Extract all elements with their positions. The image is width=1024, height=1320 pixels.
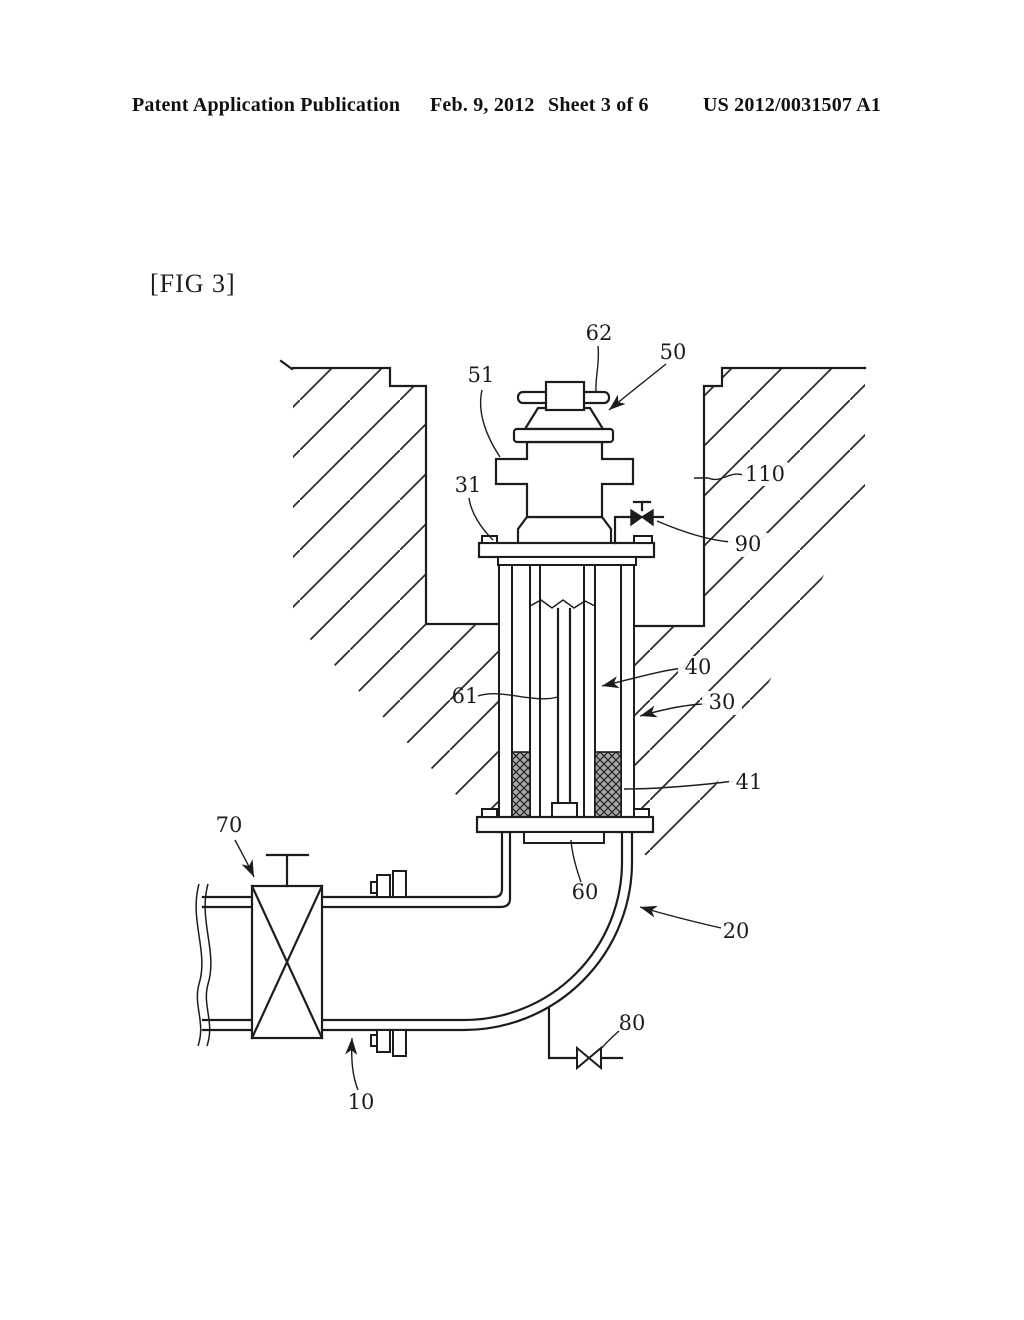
leader-10	[345, 1037, 359, 1091]
packing-41-left	[511, 751, 531, 818]
ref-numeral-61: 61	[452, 684, 479, 708]
ref-numeral-30: 30	[709, 690, 736, 714]
vent-valve-icon	[630, 508, 654, 527]
leader-80	[599, 1030, 620, 1051]
bonnet-flange-ring	[512, 427, 615, 444]
vent-valve-90	[613, 500, 665, 545]
label-halo	[742, 462, 788, 486]
vent-pipe-line	[613, 515, 665, 545]
bell-housing	[516, 515, 613, 546]
ref-numeral-31: 31	[455, 473, 482, 497]
flange-plate-main	[475, 815, 655, 834]
leader-40	[601, 667, 685, 689]
leader-90	[656, 520, 732, 543]
top-flange-lug-right	[633, 535, 653, 544]
pipe-wall-lines	[201, 895, 254, 1032]
bottom-flange-60	[475, 808, 655, 844]
leader-61	[477, 693, 559, 700]
casing-wall-left	[498, 564, 513, 818]
elbow-pipe-20	[320, 830, 634, 1032]
inner-pipe-40	[529, 564, 596, 819]
leader-62	[595, 345, 600, 393]
pipe-flange-joint-lower	[370, 1029, 407, 1057]
leader-31	[468, 497, 494, 541]
leader-30	[639, 703, 708, 718]
break-tear-line	[529, 599, 596, 609]
ref-numeral-90: 90	[735, 532, 762, 556]
reference-numerals: 62 50 51 31 110 90 40 30 61 41 60 70 20 …	[216, 321, 788, 1114]
ref-numeral-50: 50	[660, 340, 687, 364]
ref-numeral-60: 60	[572, 880, 599, 904]
flange-plate	[392, 870, 407, 898]
ref-numeral-41: 41	[736, 770, 763, 794]
ref-numeral-70: 70	[216, 813, 243, 837]
ground-hatch-right	[633, 368, 865, 875]
leader-110	[694, 473, 747, 481]
packing-41-right	[594, 751, 622, 818]
label-halo	[728, 533, 768, 557]
drain-line-80	[547, 1006, 624, 1071]
leader-50	[608, 363, 667, 411]
gate-valve-70	[250, 853, 324, 1040]
flange-plate-lower	[523, 831, 605, 844]
pipe-flange-joint-upper	[370, 870, 407, 898]
flange-lug-left	[481, 808, 498, 818]
elbow-pipe-body	[322, 830, 632, 1030]
hydrant-body-with-nozzles	[494, 440, 635, 519]
elbow-inner-wall-inner-line	[320, 830, 512, 909]
ref-numeral-62: 62	[586, 321, 613, 345]
flange-plate	[376, 1029, 391, 1053]
elbow-outer-wall-outer-line	[320, 830, 634, 1032]
pit-wall-outline-right	[631, 366, 867, 628]
top-flange-31-plate	[477, 541, 656, 559]
vent-valve-handle	[632, 500, 652, 512]
valve-cross-lines	[250, 884, 324, 1040]
valve-rod-61	[551, 607, 578, 820]
leader-20	[639, 905, 722, 929]
pit-wall-outline-left	[279, 359, 500, 626]
flange-lug-right	[633, 808, 650, 818]
pipe-break-lines	[195, 883, 212, 1047]
figure-caption: [FIG 3]	[150, 269, 236, 298]
ref-numeral-40: 40	[685, 655, 712, 679]
top-flange-31-collar	[497, 556, 637, 566]
leader-51	[479, 389, 501, 458]
leader-lines	[234, 345, 747, 1091]
header-publication-number: US 2012/0031507 A1	[703, 94, 882, 116]
operating-nut-62	[544, 380, 586, 412]
label-halo	[702, 691, 742, 715]
ref-numeral-80: 80	[619, 1011, 646, 1035]
leader-70	[234, 839, 255, 878]
leader-41	[623, 780, 735, 790]
label-halo	[678, 656, 718, 680]
flange-plate	[376, 874, 391, 898]
drain-pipe-line	[547, 1006, 624, 1060]
bonnet-cone	[523, 406, 605, 431]
hydrant-head-50	[477, 380, 656, 566]
rod-lines	[556, 607, 572, 805]
ref-numeral-110: 110	[745, 462, 785, 486]
label-halo	[729, 771, 769, 795]
elbow-outer-wall-inner-line	[320, 830, 624, 1022]
ground-hatch-left	[293, 368, 498, 817]
header-publication-type: Patent Application Publication	[132, 94, 401, 116]
ref-numeral-51: 51	[468, 363, 495, 387]
drain-valve-icon	[576, 1045, 602, 1071]
casing-wall-right	[620, 564, 635, 818]
valve-stem-handle	[265, 853, 310, 888]
header-sheet-info: Sheet 3 of 6	[548, 94, 649, 116]
ref-numeral-20: 20	[723, 919, 750, 943]
elbow-inner-wall-outer-line	[320, 830, 504, 899]
ground-section	[279, 359, 867, 875]
supply-pipe-10	[195, 883, 254, 1047]
ref-numeral-10: 10	[348, 1090, 375, 1114]
leader-60	[570, 839, 582, 883]
header-publication-date: Feb. 9, 2012	[430, 94, 535, 116]
flange-plate	[392, 1029, 407, 1057]
